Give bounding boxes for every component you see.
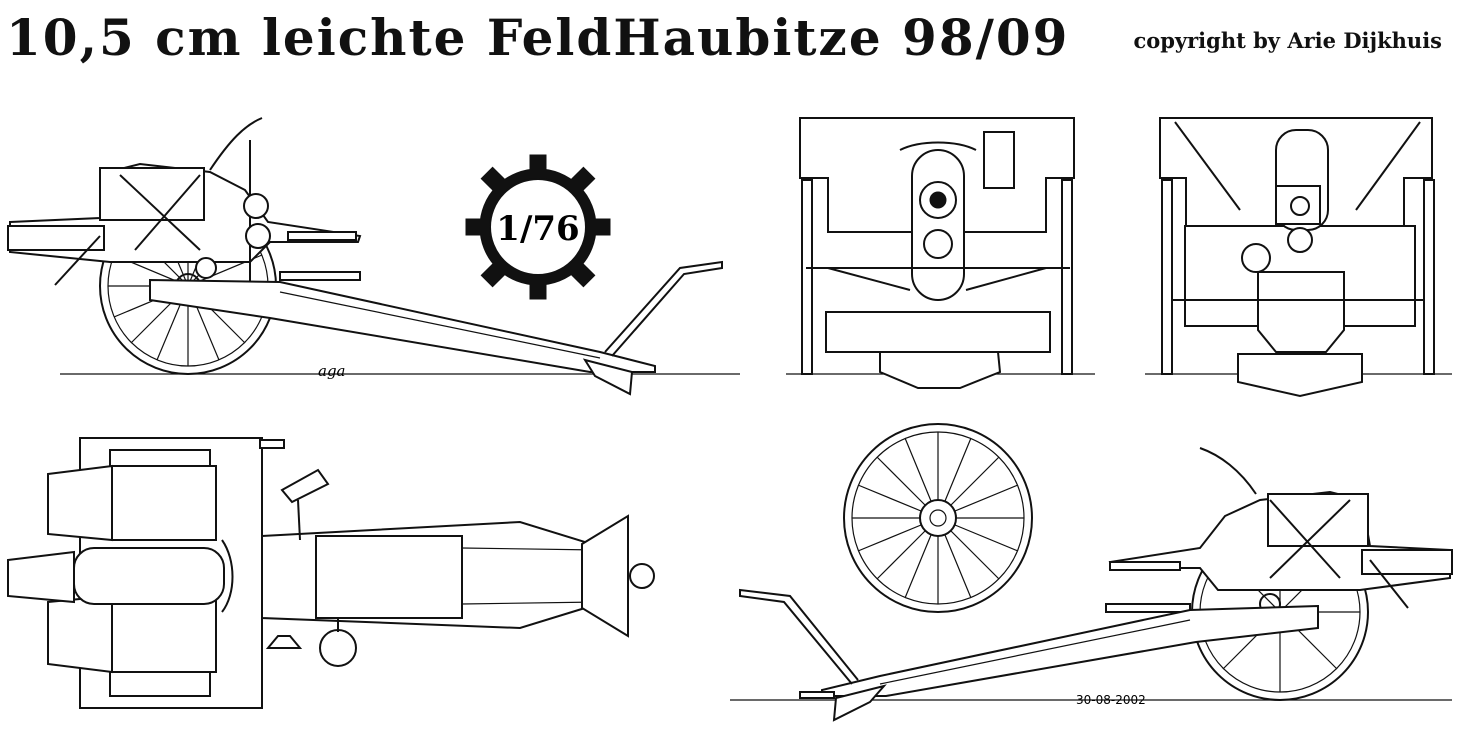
front-view [786,117,1095,389]
signature: aga [318,362,346,380]
scale-badge: 1/76 [465,154,611,300]
wheel-detail [843,423,1033,613]
rear-view [1145,117,1452,398]
copyright-notice: copyright by Arie Dijkhuis [1133,28,1442,53]
side-view-left [7,117,740,396]
top-view [7,437,655,709]
drawing-title: 10,5 cm leichte FeldHaubitze 98/09 [6,8,1070,67]
side-view-right [730,447,1453,722]
scale-label: 1/76 [496,209,579,249]
date-label: 30-08-2002 [1076,693,1146,707]
